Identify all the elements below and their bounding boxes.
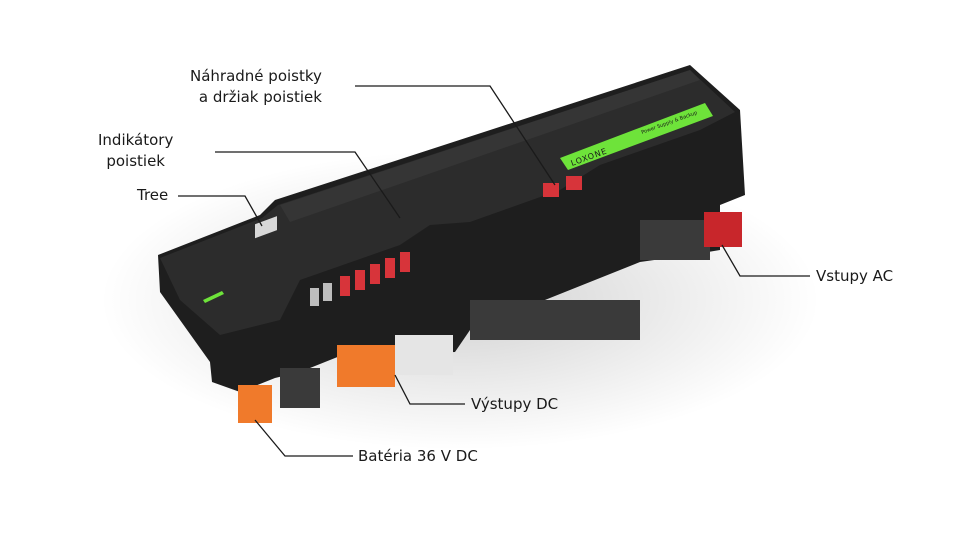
callout-line-tree: [178, 195, 263, 227]
label-fuse-indicators-line2: poistiek: [106, 152, 165, 170]
callout-line-ac-inputs: [721, 244, 810, 277]
label-spare-fuses: Náhradné poistky a držiak poistiek: [190, 66, 322, 108]
brand-strip: [560, 103, 713, 170]
fuse-indicators: [310, 252, 410, 306]
ac-input-connector: [704, 212, 742, 247]
label-fuse-indicators-line1: Indikátory: [98, 131, 174, 149]
tree-connector: [255, 216, 277, 239]
side-vents: [280, 220, 710, 408]
led-strip: [203, 291, 224, 303]
spare-fuses: [543, 176, 582, 197]
label-battery: Batéria 36 V DC: [358, 447, 478, 465]
callout-line-spare-fuses: [355, 85, 556, 186]
device-top-face: [160, 70, 735, 335]
label-spare-fuses-line2: a držiak poistiek: [198, 88, 322, 106]
label-fuse-indicators: Indikátory poistiek: [98, 130, 173, 172]
battery-connector: [238, 385, 272, 423]
label-dc-outputs: Výstupy DC: [471, 395, 559, 413]
callout-line-dc-outputs: [394, 374, 465, 405]
label-tree: Tree: [137, 186, 169, 204]
device-top-ridge: [280, 70, 700, 222]
callout-line-battery: [254, 419, 353, 457]
label-spare-fuses-line1: Náhradné poistky: [190, 67, 322, 85]
callout-line-fuse-indicators: [215, 151, 401, 219]
label-ac-inputs: Vstupy AC: [816, 267, 894, 285]
dc-output-terminals: [337, 335, 453, 387]
callout-lines: [178, 85, 810, 457]
